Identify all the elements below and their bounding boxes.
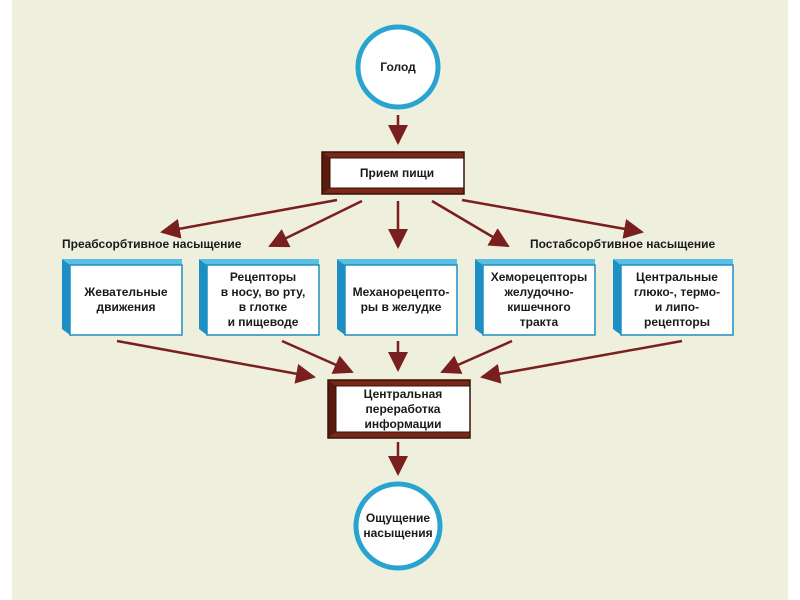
mechanoreceptors-box — [337, 259, 458, 336]
arrow-intake-to-nose — [268, 199, 363, 248]
food-intake-label: Прием пищи — [359, 165, 435, 180]
chewing-label: Жевательные движения — [84, 285, 168, 314]
central-processing-label: Центральная переработка информации — [363, 386, 443, 431]
hunger-label: Голод — [380, 59, 416, 74]
arrow-nose-to-processing — [281, 339, 354, 374]
arrow-intake-to-central-receptors — [461, 198, 644, 239]
mechanoreceptors-label: Механорецепто- ры в желудке — [352, 285, 450, 314]
diagram-graphics — [62, 24, 734, 571]
arrow-chemo-to-processing — [440, 339, 513, 374]
postabsorptive-label: Постабсорбтивное насыщение — [530, 237, 716, 251]
food-intake-box — [321, 151, 465, 195]
hunger-node-circle — [355, 24, 441, 110]
receptors-nose-label: Рецепторы в носу, во рту, в глотке и пищ… — [220, 270, 306, 329]
arrow-intake-to-chemo — [431, 199, 510, 248]
central-receptors-label: Центральные глюко-, термо- и липо- рецеп… — [633, 270, 721, 329]
chewing-box — [62, 259, 183, 336]
chemoreceptors-box — [475, 259, 596, 336]
preabsorptive-label: Преабсорбтивное насыщение — [62, 237, 242, 251]
arrow-central-receptors-to-processing — [480, 339, 683, 384]
arrow-chewing-to-processing — [116, 339, 316, 384]
central-processing-box — [327, 379, 471, 439]
diagram-canvas: Голод Прием пищи Преабсорбтивное насыщен… — [12, 0, 788, 600]
satiety-node-circle — [353, 481, 443, 571]
chemoreceptors-label: Хеморецепторы желудочно- кишечного тракт… — [490, 270, 588, 329]
central-receptors-box — [613, 259, 734, 336]
satiety-label: Ощущение насыщения — [363, 511, 433, 540]
receptors-nose-box — [199, 259, 320, 336]
arrow-intake-to-chewing — [160, 198, 338, 239]
